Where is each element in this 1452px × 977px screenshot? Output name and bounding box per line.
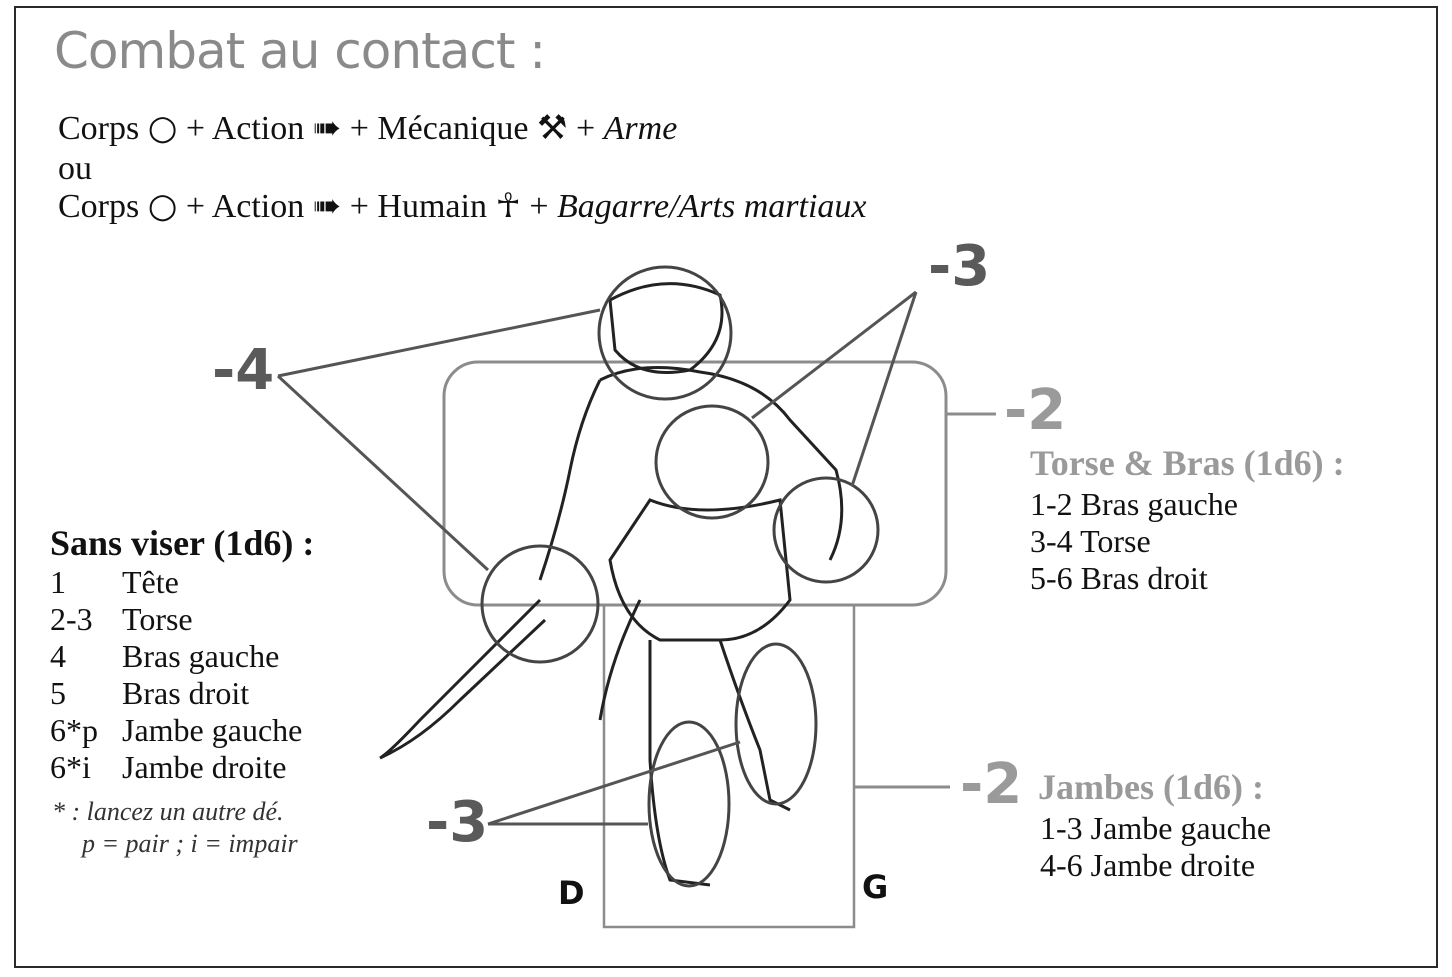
formula-line-1: Corps ○ + Action ➠ + Mécanique ⚒ + Arme <box>58 108 677 148</box>
left-leg-ellipse <box>734 642 818 806</box>
legs-zone <box>602 603 856 929</box>
skill-label: Bagarre/Arts martiaux <box>557 188 867 225</box>
torso-zone-modifier: -2 <box>1004 378 1067 443</box>
arrow-icon: ➠ <box>312 186 342 226</box>
right-side-label: D <box>558 874 585 912</box>
list-item: 5-6 Bras droit <box>1030 560 1208 596</box>
plus-sign: + <box>529 188 549 225</box>
footnote: * : lancez un autre dé. p = pair ; i = i… <box>52 796 298 860</box>
figure-illustration <box>379 282 844 887</box>
right-arm-circle <box>480 544 600 664</box>
footnote-line-1: * : lancez un autre dé. <box>52 797 284 826</box>
action-label: + Action <box>185 188 305 225</box>
corps-label: Corps <box>58 110 140 147</box>
torso-circle <box>654 404 770 520</box>
arrow-icon: ➠ <box>312 108 342 148</box>
human-icon: ☥ <box>495 186 521 226</box>
left-side-label: G <box>862 868 889 906</box>
circle-icon: ○ <box>147 108 178 148</box>
head-circle <box>597 265 733 401</box>
torso-arms-zone <box>442 360 948 607</box>
formula-line-2: Corps ○ + Action ➠ + Humain ☥ + Bagarre/… <box>58 186 866 226</box>
hammer-icon: ⚒ <box>536 108 568 148</box>
frame <box>14 6 1438 968</box>
jambes-table: 1-3 Jambe gauche 4-6 Jambe droite <box>1040 810 1271 884</box>
circle-icon: ○ <box>147 186 178 226</box>
page-title: Combat au contact : <box>54 22 546 80</box>
list-item: 3-4 Torse <box>1030 523 1151 559</box>
list-item: 1-3 Jambe gauche <box>1040 810 1272 846</box>
right-leg-ellipse <box>647 720 731 888</box>
torse-bras-table: 1-2 Bras gauche 3-4 Torse 5-6 Bras droit <box>1030 486 1238 597</box>
or-label: ou <box>58 150 92 187</box>
corps-label: Corps <box>58 188 140 225</box>
pointer-lines <box>276 290 996 826</box>
head-modifier: -4 <box>212 338 275 403</box>
arms-modifier: -3 <box>928 234 991 299</box>
legs-modifier: -3 <box>426 790 489 855</box>
action-label: + Action <box>185 110 305 147</box>
left-arm-circle <box>772 476 880 584</box>
list-item: 1-2 Bras gauche <box>1030 486 1238 522</box>
footnote-line-2: p = pair ; i = impair <box>82 829 298 858</box>
list-item: 4-6 Jambe droite <box>1040 847 1256 883</box>
torse-bras-header: Torse & Bras (1d6) : <box>1030 443 1345 483</box>
plus-sign: + <box>575 110 596 147</box>
arme-label: Arme <box>603 110 678 147</box>
sans-viser-header: Sans viser (1d6) : <box>50 523 315 563</box>
legs-zone-modifier: -2 <box>960 752 1023 817</box>
mecanique-label: + Mécanique <box>349 110 529 147</box>
jambes-header: Jambes (1d6) : <box>1038 767 1264 807</box>
humain-label: + Humain <box>349 188 487 225</box>
